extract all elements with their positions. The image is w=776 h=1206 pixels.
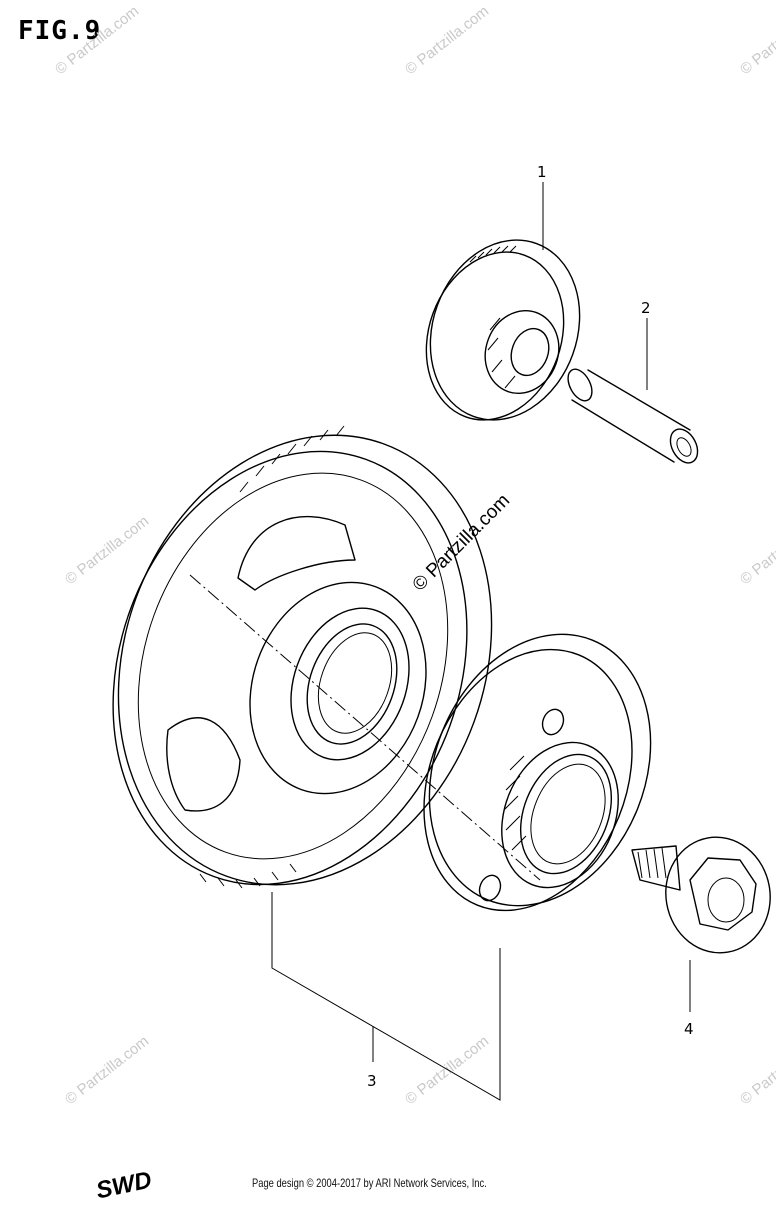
watermark: © Partzilla.com (737, 1033, 776, 1109)
watermark: © Partzilla.com (737, 3, 776, 79)
copyright-footer: Page design © 2004-2017 by ARI Network S… (252, 1176, 487, 1190)
watermark: © Partzilla.com (737, 513, 776, 589)
callouts: 1 2 3 4 (367, 163, 694, 1090)
part-1-idle-gear (425, 239, 581, 421)
callout-2: 2 (641, 299, 651, 317)
watermark: © Partzilla.com (402, 3, 492, 79)
leader-lines (271, 182, 691, 1101)
part-3-driven-gear (112, 425, 541, 889)
watermark: © Partzilla.com (52, 3, 142, 79)
watermark: © Partzilla.com (62, 513, 152, 589)
callout-3: 3 (367, 1072, 377, 1090)
part-4-bolt (631, 836, 771, 954)
callout-1: 1 (537, 163, 547, 181)
figure-title: FIG.9 (18, 16, 102, 46)
callout-4: 4 (684, 1020, 694, 1038)
part-2-shaft (567, 368, 699, 464)
watermark: © Partzilla.com (62, 1033, 152, 1109)
part-3-starter-clutch (423, 633, 652, 912)
watermark: © Partzilla.com (402, 1033, 492, 1109)
watermark-layer: © Partzilla.com © Partzilla.com © Partzi… (52, 3, 776, 1109)
